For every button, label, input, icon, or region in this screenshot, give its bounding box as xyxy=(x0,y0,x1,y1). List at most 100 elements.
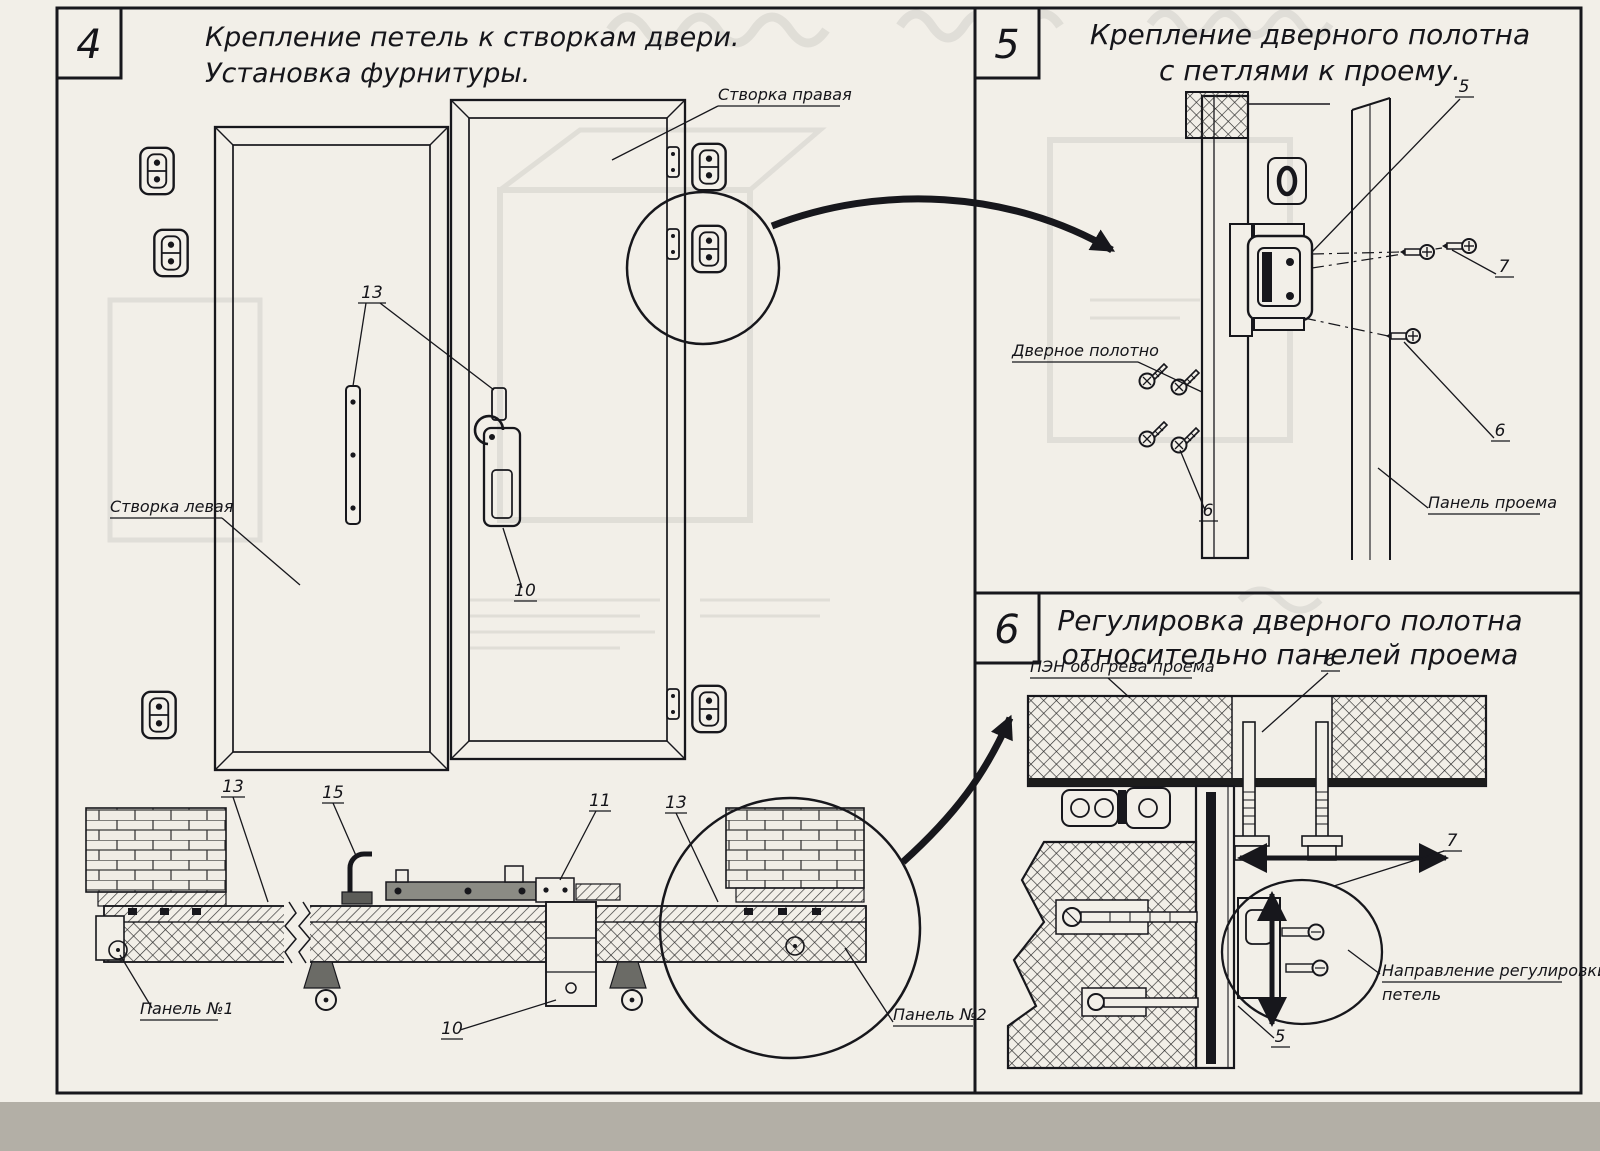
label-door-leaf: Дверное полотно xyxy=(1011,341,1203,393)
hinge-icon xyxy=(691,142,727,192)
handle-ring xyxy=(1276,165,1298,197)
svg-text:11: 11 xyxy=(589,791,611,811)
scan-edge xyxy=(0,1102,1600,1151)
hinge-icon xyxy=(139,146,175,196)
hinge-icon xyxy=(691,224,727,274)
callout-15-handle-hook: 15 xyxy=(322,783,358,859)
section4-number: 4 xyxy=(76,22,101,68)
adjust-bolt xyxy=(1315,721,1329,839)
wall-section xyxy=(1006,840,1198,1070)
svg-text:15: 15 xyxy=(322,783,344,803)
detail-circle-adjustment xyxy=(1220,878,1384,1026)
callout-5-channel: 5 xyxy=(1237,1005,1290,1048)
svg-text:5: 5 xyxy=(1275,1027,1286,1047)
caster-stand xyxy=(303,961,341,989)
callout-13-hinge-plates: 13 xyxy=(352,283,495,391)
detail-circle-floor xyxy=(658,796,922,1060)
adjustment-view xyxy=(1006,694,1488,1070)
hinge-icon xyxy=(691,684,727,734)
hinge-side-view xyxy=(1125,787,1171,829)
section6-number: 6 xyxy=(994,607,1019,653)
svg-text:7: 7 xyxy=(1447,831,1458,851)
hinge-plate-icon xyxy=(666,688,680,720)
callout-6-bolt: 6 xyxy=(1261,651,1340,733)
section4-title-line1: Крепление петель к створкам двери. xyxy=(205,22,740,53)
svg-text:Дверное полотно: Дверное полотно xyxy=(1011,341,1159,360)
latch-hook xyxy=(473,414,505,446)
hinge-plate-icon xyxy=(666,228,680,260)
svg-text:10: 10 xyxy=(514,581,536,601)
wall-bolt xyxy=(1080,911,1198,923)
svg-text:13: 13 xyxy=(222,777,244,797)
label-right-leaf: Створка правая xyxy=(611,85,852,161)
opening-beam-right xyxy=(1331,695,1487,787)
section6-number-box xyxy=(973,591,1041,665)
callout-11-tie-bar: 11 xyxy=(559,791,611,881)
svg-text:7: 7 xyxy=(1499,257,1510,277)
tie-bar xyxy=(385,881,537,901)
door-leaves xyxy=(213,98,687,772)
label-adjust-direction: Направление регулировки петель xyxy=(1347,949,1600,1004)
hinge-icon xyxy=(141,690,177,740)
floor-cross-section xyxy=(85,807,867,1011)
brick-wall-left xyxy=(85,807,227,893)
left-door-leaf xyxy=(213,125,450,772)
flow-arrow-to-section5 xyxy=(770,195,1116,254)
svg-text:13: 13 xyxy=(361,283,383,303)
svg-text:6: 6 xyxy=(1495,421,1506,441)
label-opening-panel: Панель проема xyxy=(1377,467,1557,515)
right-door-leaf xyxy=(449,98,687,761)
callout-13-panel-right: 13 xyxy=(665,793,719,903)
section4-title-line2: Установка фурнитуры. xyxy=(205,58,530,89)
adjust-bolt xyxy=(1242,721,1256,839)
sheet-frame xyxy=(55,6,1583,1095)
callout-5-hinge: 5 xyxy=(1311,77,1474,253)
detail-circle-hinge xyxy=(625,190,781,346)
panel-core xyxy=(103,921,867,963)
svg-text:Панель №1: Панель №1 xyxy=(140,999,234,1018)
frame-cap xyxy=(1185,91,1249,139)
svg-text:13: 13 xyxy=(665,793,687,813)
section-5: 5 Крепление дверного полотна с петлями к… xyxy=(973,6,1557,560)
hinge-plate-icon xyxy=(666,146,680,178)
svg-text:5: 5 xyxy=(1459,77,1470,97)
callout-10-latch: 10 xyxy=(502,527,537,602)
callout-7-hinge-pivot: 7 xyxy=(1333,831,1462,887)
opening-beam-left xyxy=(1027,695,1233,787)
break-line xyxy=(298,901,311,964)
section5-number: 5 xyxy=(994,22,1019,68)
callout-13-panel-left: 13 xyxy=(221,777,269,903)
svg-text:Створка правая: Створка правая xyxy=(718,85,852,104)
section-6: 6 Регулировка дверного полотна относител… xyxy=(973,591,1600,1070)
section5-title-line2: с петлями к проему. xyxy=(1159,54,1461,87)
section-4: 4 Крепление петель к створкам двери. Уст… xyxy=(55,6,1116,1060)
section6-title-line1: Регулировка дверного полотна xyxy=(1057,604,1522,637)
label-pen-heater: ПЭН обогрева проема xyxy=(1030,657,1215,699)
flow-arrow-to-section6 xyxy=(900,714,1014,865)
callout-10-lock-box: 10 xyxy=(441,999,557,1040)
svg-text:Панель №2: Панель №2 xyxy=(893,1005,987,1024)
label-left-leaf: Створка левая xyxy=(110,497,301,586)
label-panel-2: Панель №2 xyxy=(844,947,987,1027)
section4-number-box xyxy=(55,6,123,80)
hinge-icon xyxy=(153,228,189,278)
svg-text:6: 6 xyxy=(1325,651,1336,671)
callout-6-screw-bottom: 6 xyxy=(1403,341,1510,442)
callout-7-screws: 7 xyxy=(1451,249,1514,278)
svg-text:петель: петель xyxy=(1382,985,1441,1004)
handle-cup xyxy=(1267,157,1307,205)
section6-title-line2: относительно панелей проема xyxy=(1062,638,1519,671)
section5-title-line1: Крепление дверного полотна xyxy=(1090,18,1530,51)
svg-text:Направление регулировки: Направление регулировки xyxy=(1382,961,1600,980)
label-panel-1: Панель №1 xyxy=(119,954,234,1021)
svg-text:10: 10 xyxy=(441,1019,463,1039)
wall-bolt xyxy=(1103,997,1199,1008)
handle-hook xyxy=(347,851,372,894)
brick-wall-right xyxy=(725,807,865,889)
break-line xyxy=(284,901,297,964)
section5-number-box xyxy=(973,6,1041,80)
lock-box xyxy=(545,901,597,1007)
svg-text:Панель проема: Панель проема xyxy=(1428,493,1557,512)
